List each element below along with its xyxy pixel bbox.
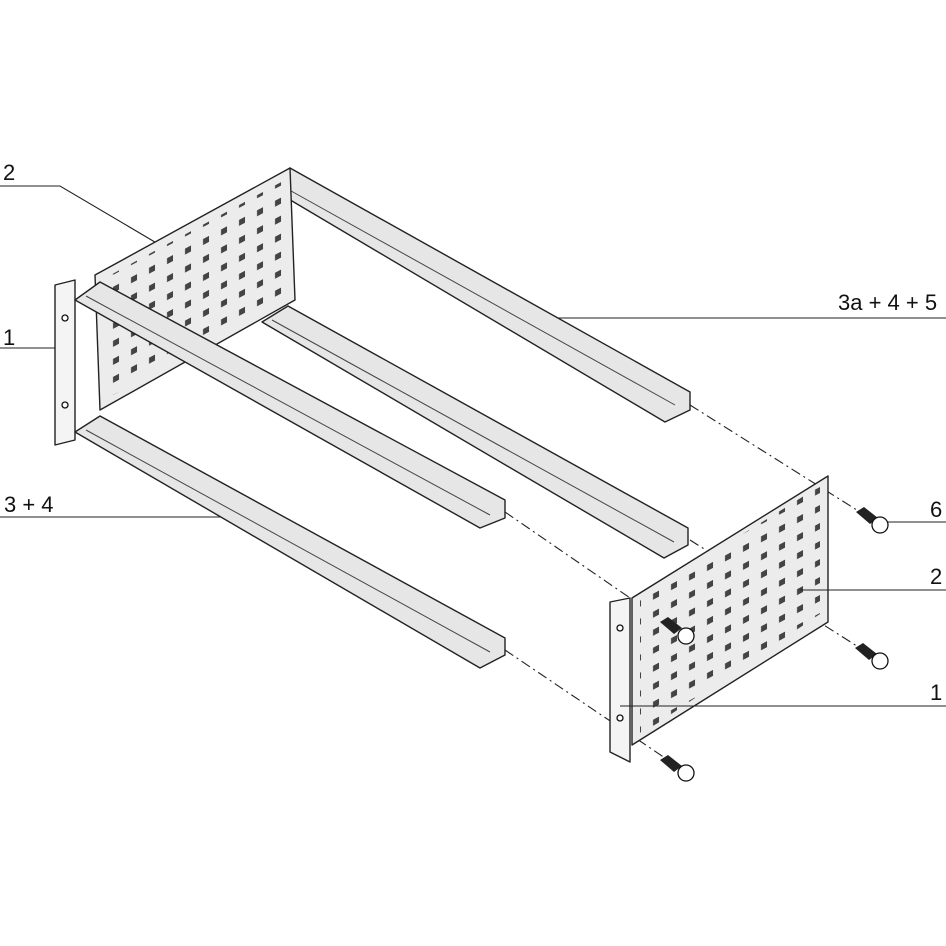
callout-1-right: 1	[930, 680, 943, 705]
flange-hole	[616, 714, 624, 722]
side-panel-right-holes	[640, 486, 820, 735]
side-panel-left-holes	[105, 180, 288, 398]
callout-2-right: 2	[930, 564, 943, 589]
callout-6: 6	[930, 497, 943, 522]
screw-icon	[660, 617, 695, 645]
rail-back-bottom-groove	[271, 319, 675, 543]
screw-icon	[660, 755, 695, 782]
screw-icon	[856, 507, 889, 534]
callout-1-left: 1	[3, 325, 16, 350]
rail-front-top	[74, 281, 506, 529]
front-flange-right	[609, 597, 631, 763]
flange-hole	[616, 624, 624, 632]
callout-3-4: 3 + 4	[4, 492, 54, 517]
rail-front-bottom-groove	[85, 429, 491, 653]
rail-back-top-groove	[274, 181, 676, 406]
front-flange-left	[54, 279, 76, 446]
leader-2-left	[0, 185, 166, 249]
assembly-line	[504, 649, 669, 761]
screw-icon	[855, 643, 889, 670]
callout-3a-4-5: 3a + 4 + 5	[838, 290, 938, 315]
flange-hole	[61, 401, 69, 409]
callout-2-left: 2	[3, 160, 16, 185]
assembly-line	[689, 404, 861, 513]
flange-hole	[61, 314, 69, 322]
rail-front-top-groove	[85, 295, 491, 516]
